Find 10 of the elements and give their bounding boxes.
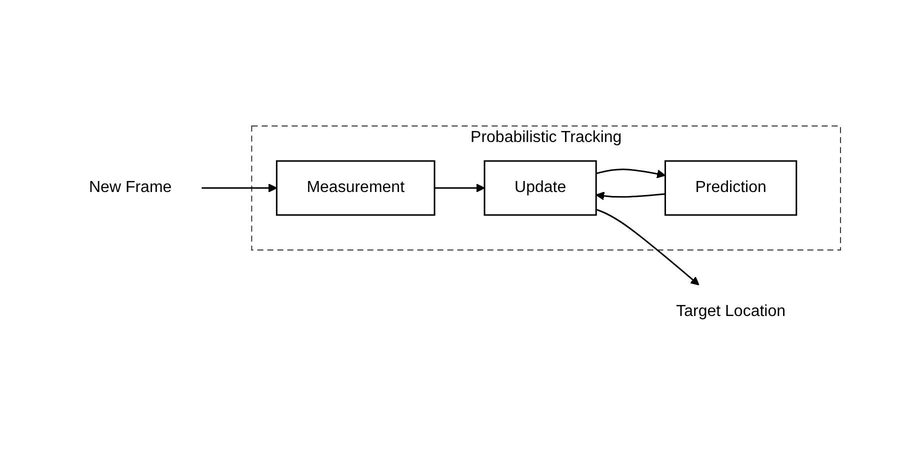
- arrow: [201, 183, 277, 192]
- arrow: [596, 208, 700, 285]
- arrow: [595, 191, 666, 200]
- node-box: Prediction: [664, 160, 797, 216]
- node-text: New Frame: [88, 178, 172, 196]
- arrow: [434, 183, 485, 192]
- node-text: Target Location: [676, 302, 786, 320]
- node-box: Update: [484, 160, 597, 216]
- arrow: [596, 168, 666, 178]
- node-box: Measurement: [276, 160, 435, 216]
